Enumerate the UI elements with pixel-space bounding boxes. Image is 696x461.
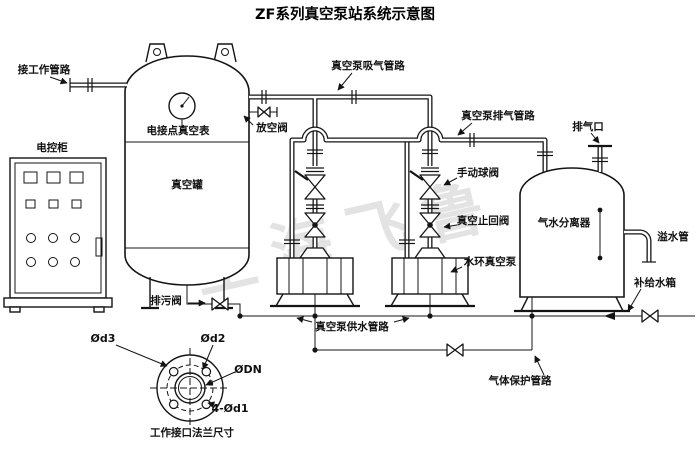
label-suction-pipe: 真空泵吸气管路 xyxy=(331,59,405,72)
makeup-valve-icon xyxy=(641,309,659,323)
label-overflow: 溢水管 xyxy=(657,230,689,243)
label-control-cabinet: 电控柜 xyxy=(36,141,68,154)
overflow-pipe xyxy=(624,229,656,263)
label-flange-dn: ØDN xyxy=(234,363,262,376)
check-valve-left xyxy=(304,212,326,238)
sight-glass-icon xyxy=(597,207,603,261)
cabinet-indicators xyxy=(23,171,84,267)
label-flange-d2: Ød2 xyxy=(201,332,226,345)
label-vacuum-tank: 真空罐 xyxy=(171,178,203,191)
label-check-valve: 真空止回阀 xyxy=(457,214,510,227)
label-exhaust-port: 排气口 xyxy=(572,120,604,133)
vent-valve-assembly xyxy=(249,106,278,118)
label-separator: 气水分离器 xyxy=(537,216,591,229)
leader-lines xyxy=(49,72,642,409)
manual-ball-valve-right xyxy=(409,170,441,200)
label-flange-d1: 4-Ød1 xyxy=(211,402,248,415)
flange-detail xyxy=(150,348,230,428)
label-exhaust-pipe: 真空泵排气管路 xyxy=(461,109,535,122)
control-cabinet xyxy=(3,157,113,313)
label-flange-caption: 工作接口法兰尺寸 xyxy=(150,426,234,439)
label-ball-valve: 手动球阀 xyxy=(457,166,499,179)
flange-ticks xyxy=(261,90,553,245)
label-pump: 水环真空泵 xyxy=(463,255,517,268)
gas-line-valve-icon xyxy=(446,343,464,357)
manual-ball-valve-left xyxy=(294,170,326,200)
vacuum-gauge-icon xyxy=(168,92,196,128)
label-drain-valve: 排污阀 xyxy=(150,294,182,307)
water-ring-pump-right xyxy=(385,247,475,308)
label-flange-d3: Ød3 xyxy=(91,332,116,345)
page-title: ZF系列真空泵站系统示意图 xyxy=(255,5,435,23)
vacuum-tank xyxy=(124,43,250,310)
label-supply-pipe: 真空泵供水管路 xyxy=(315,320,389,333)
lifting-lug-icon xyxy=(145,43,169,63)
gas-water-separator xyxy=(514,144,656,313)
check-valve-right xyxy=(419,212,441,238)
label-gas-pipe: 气体保护管路 xyxy=(488,374,552,387)
lifting-lug-icon xyxy=(213,43,237,63)
label-vacuum-gauge: 电接点真空表 xyxy=(147,124,210,137)
flow-arrow-icon xyxy=(604,312,615,320)
label-makeup-water: 补给水箱 xyxy=(633,276,676,289)
exhaust-port-stack xyxy=(588,144,612,172)
water-and-gas-lines xyxy=(237,294,695,357)
working-pipe xyxy=(69,78,127,92)
label-vent-valve: 放空阀 xyxy=(255,121,288,134)
label-working-pipe: 接工作管路 xyxy=(18,63,71,76)
cabinet-handle xyxy=(95,237,103,257)
